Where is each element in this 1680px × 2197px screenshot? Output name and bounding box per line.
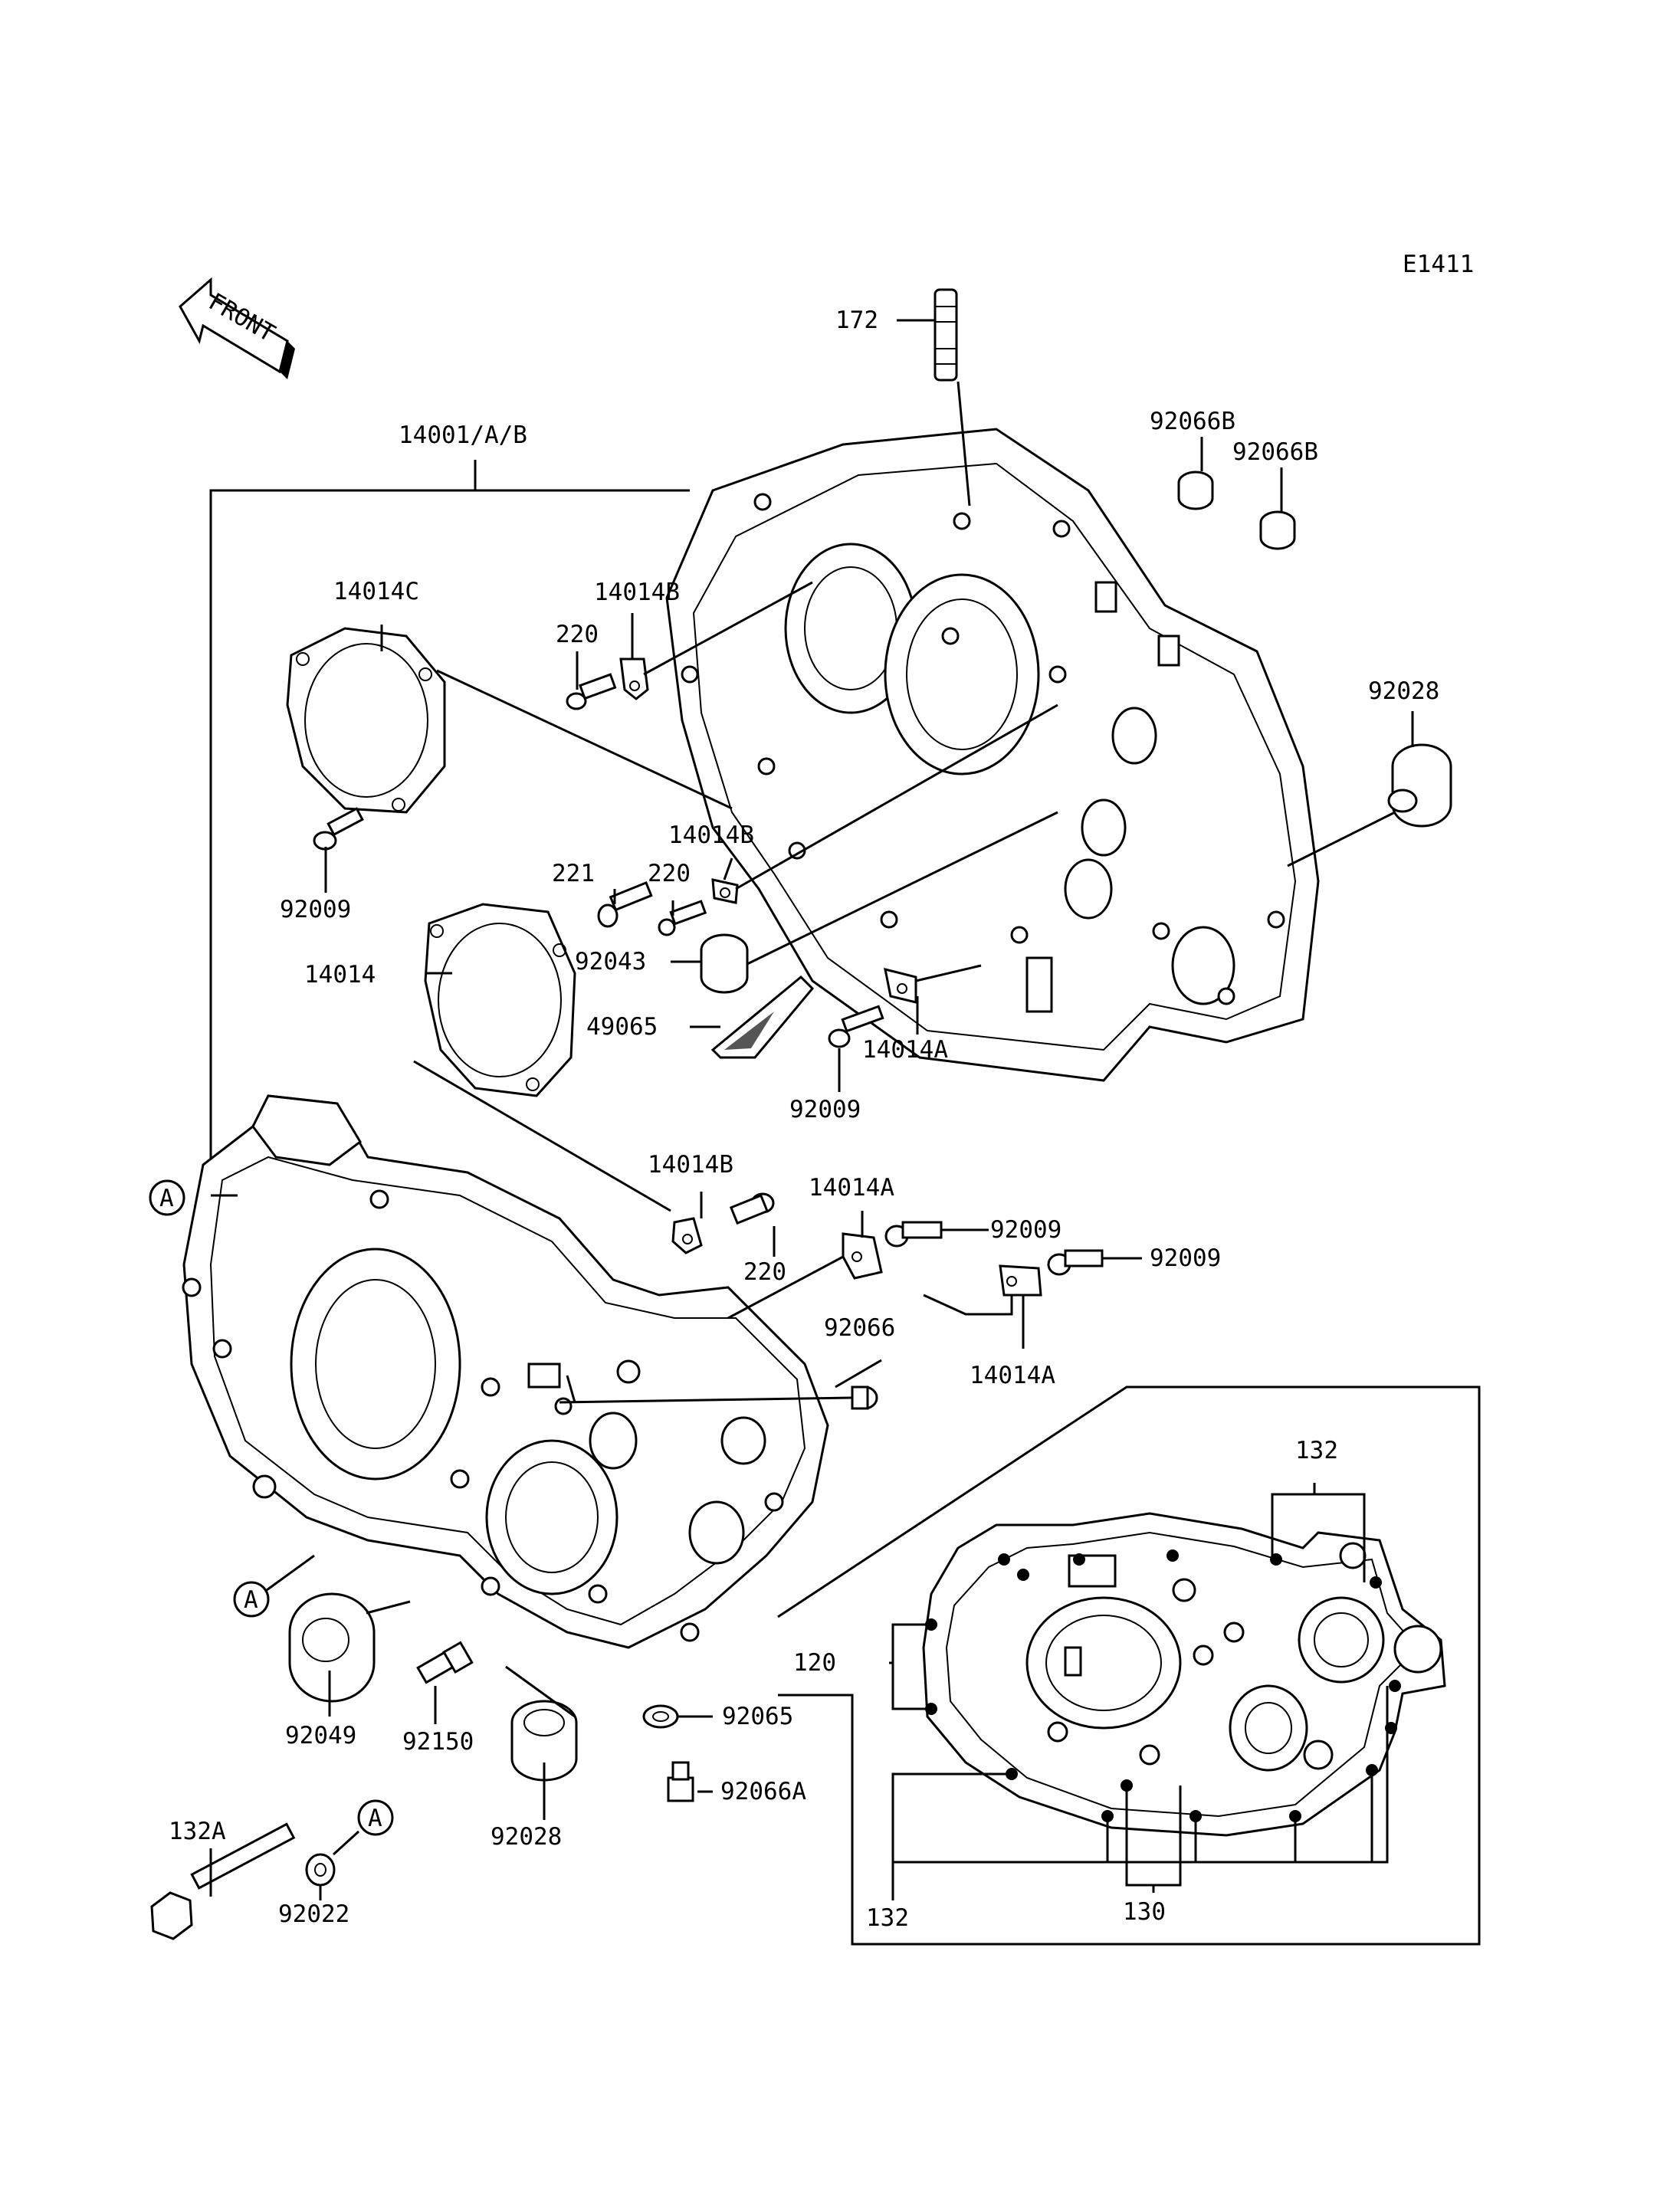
label-14014A-2: 14014A <box>809 1174 894 1202</box>
label-130: 130 <box>1123 1898 1166 1926</box>
label-14014A-3: 14014A <box>970 1362 1055 1389</box>
label-92043: 92043 <box>575 948 646 976</box>
bushing-92028-low <box>510 1700 578 1782</box>
label-92066: 92066 <box>824 1314 895 1342</box>
plate-14014A-low <box>842 1232 883 1280</box>
leader-lines <box>209 319 1414 1900</box>
gasket-14014 <box>424 903 576 1097</box>
screw-220-top <box>566 673 617 710</box>
label-92009-4: 92009 <box>1150 1244 1221 1272</box>
screw-92009-mid <box>828 1005 884 1048</box>
label-132-1: 132 <box>1295 1437 1338 1464</box>
label-14014A-1: 14014A <box>862 1036 948 1064</box>
oil-seal-92049 <box>288 1592 376 1703</box>
label-49065: 49065 <box>586 1013 658 1041</box>
screw-220-low <box>729 1192 775 1225</box>
label-221: 221 <box>552 860 595 887</box>
screw-92009-right-2 <box>1047 1249 1104 1276</box>
label-92009-1: 92009 <box>280 896 351 923</box>
label-14014: 14014 <box>304 961 376 989</box>
label-92066A: 92066A <box>720 1778 806 1805</box>
screw-221 <box>597 880 653 928</box>
svg-text:A: A <box>159 1185 174 1212</box>
label-220-2: 220 <box>648 860 691 887</box>
label-132-2: 132 <box>866 1904 909 1932</box>
dowel-pin-92066B-2 <box>1259 510 1296 550</box>
callout-A-1: A <box>149 1179 185 1216</box>
left-crankcase-half <box>182 1094 829 1649</box>
label-92022: 92022 <box>278 1900 349 1928</box>
diagram-code: E1411 <box>1403 251 1474 278</box>
gasket-14014C <box>286 627 446 814</box>
label-14014B-3: 14014B <box>648 1151 733 1179</box>
plate-14014B-top <box>619 657 649 700</box>
label-14014B-2: 14014B <box>668 821 754 849</box>
collar-92043 <box>700 933 749 994</box>
bolt-132A <box>150 1822 296 1940</box>
crankcase-assy-bracket <box>209 460 690 1165</box>
dowel-pin-92066B-1 <box>1177 471 1214 510</box>
plug-92066A <box>667 1761 694 1802</box>
bushing-92028-top <box>1387 743 1452 828</box>
label-92028-1: 92028 <box>1368 677 1439 705</box>
label-92009-2: 92009 <box>789 1096 861 1123</box>
washer-92065 <box>642 1704 679 1729</box>
label-132A: 132A <box>169 1818 226 1845</box>
guide-49065 <box>710 975 815 1059</box>
label-92028-2: 92028 <box>491 1823 562 1851</box>
screw-92009-right-1 <box>884 1221 943 1248</box>
plate-14014A-top <box>884 967 917 1004</box>
svg-text:A: A <box>244 1586 258 1614</box>
label-220-3: 220 <box>743 1258 786 1286</box>
front-arrow-icon: FRONT <box>179 277 295 379</box>
right-crankcase-half <box>665 428 1320 1082</box>
label-14014B-1: 14014B <box>594 579 680 606</box>
svg-text:A: A <box>368 1805 382 1832</box>
screw-92009-left <box>313 807 364 851</box>
label-172: 172 <box>835 307 878 334</box>
label-92066B-2: 92066B <box>1232 438 1318 466</box>
callout-A-2: A <box>233 1581 270 1618</box>
part-labels: 172 92066B 92066B 14001/A/B 14014C 14014… <box>169 307 1439 1932</box>
label-92049: 92049 <box>285 1722 356 1749</box>
dowel-92066 <box>851 1385 878 1410</box>
screw-220-mid <box>658 900 707 936</box>
label-14001: 14001/A/B <box>399 421 527 449</box>
plate-14014A-right <box>999 1264 1042 1297</box>
callout-A-3: A <box>357 1799 394 1836</box>
label-92066B-1: 92066B <box>1150 408 1235 435</box>
label-92009-3: 92009 <box>990 1216 1061 1244</box>
bolt-layout-inset <box>777 1385 1481 1946</box>
label-120: 120 <box>793 1649 836 1677</box>
stud-172 <box>934 288 958 382</box>
label-92065: 92065 <box>722 1703 793 1730</box>
label-14014C: 14014C <box>333 578 419 605</box>
nipple-92150 <box>416 1641 474 1684</box>
plate-14014B-mid <box>711 878 739 904</box>
plate-14014B-low <box>671 1217 703 1254</box>
washer-92022 <box>305 1853 336 1887</box>
label-92150: 92150 <box>402 1728 474 1756</box>
label-220-1: 220 <box>556 621 599 648</box>
